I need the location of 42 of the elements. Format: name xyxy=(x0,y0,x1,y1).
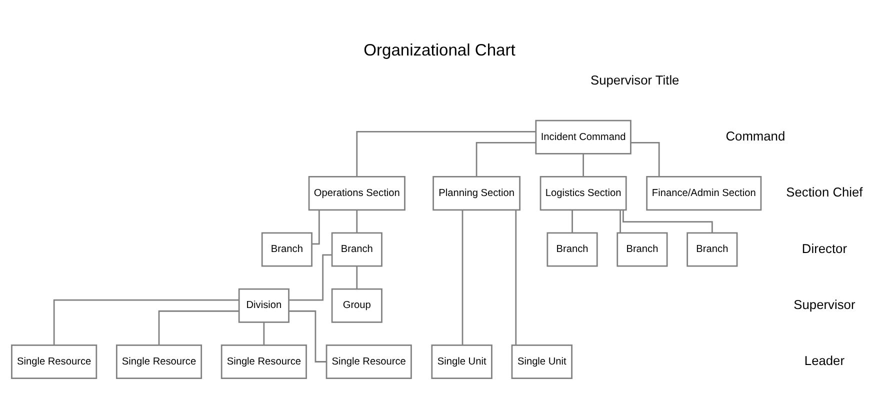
node-box: Finance/Admin Section xyxy=(646,176,762,211)
node-box: Incident Command xyxy=(535,120,632,154)
node-box: Operations Section xyxy=(308,176,406,211)
node-box: Branch xyxy=(616,232,668,267)
label: Section Chief xyxy=(786,184,863,200)
connector xyxy=(630,142,660,177)
node-box: Division xyxy=(238,288,290,323)
label: Director xyxy=(802,240,848,256)
connector xyxy=(263,322,265,345)
label: Leader xyxy=(804,353,845,368)
node-box: Single Unit xyxy=(511,344,572,379)
node-box: Branch xyxy=(546,232,598,267)
label: Command xyxy=(726,128,786,144)
connector xyxy=(572,210,573,233)
connector xyxy=(476,142,536,177)
node-box: Planning Section xyxy=(432,176,520,211)
node-box: Branch xyxy=(686,232,738,267)
connector xyxy=(582,154,584,176)
connector xyxy=(158,310,240,346)
connector xyxy=(356,266,358,289)
node-box: Single Resource xyxy=(220,344,307,379)
connector xyxy=(356,130,536,176)
connector xyxy=(288,310,326,362)
connector xyxy=(288,254,332,301)
connector xyxy=(622,210,713,233)
connector xyxy=(53,299,240,345)
node-box: Single Unit xyxy=(431,344,492,379)
connector xyxy=(356,210,358,233)
connector xyxy=(515,210,517,346)
node-box: Branch xyxy=(331,232,382,267)
label: Supervisor xyxy=(794,297,856,312)
connector xyxy=(462,210,464,346)
node-box: Single Resource xyxy=(116,344,202,379)
node-box: Single Resource xyxy=(326,344,412,379)
node-box: Single Resource xyxy=(11,344,98,379)
node-box: Logistics Section xyxy=(540,176,627,211)
node-box: Branch xyxy=(261,232,312,267)
node-box: Group xyxy=(331,288,382,323)
diagram-title: Organizational Chart xyxy=(364,40,516,60)
label: Supervisor Title xyxy=(590,72,680,88)
connector xyxy=(312,210,320,245)
connector xyxy=(620,210,621,233)
